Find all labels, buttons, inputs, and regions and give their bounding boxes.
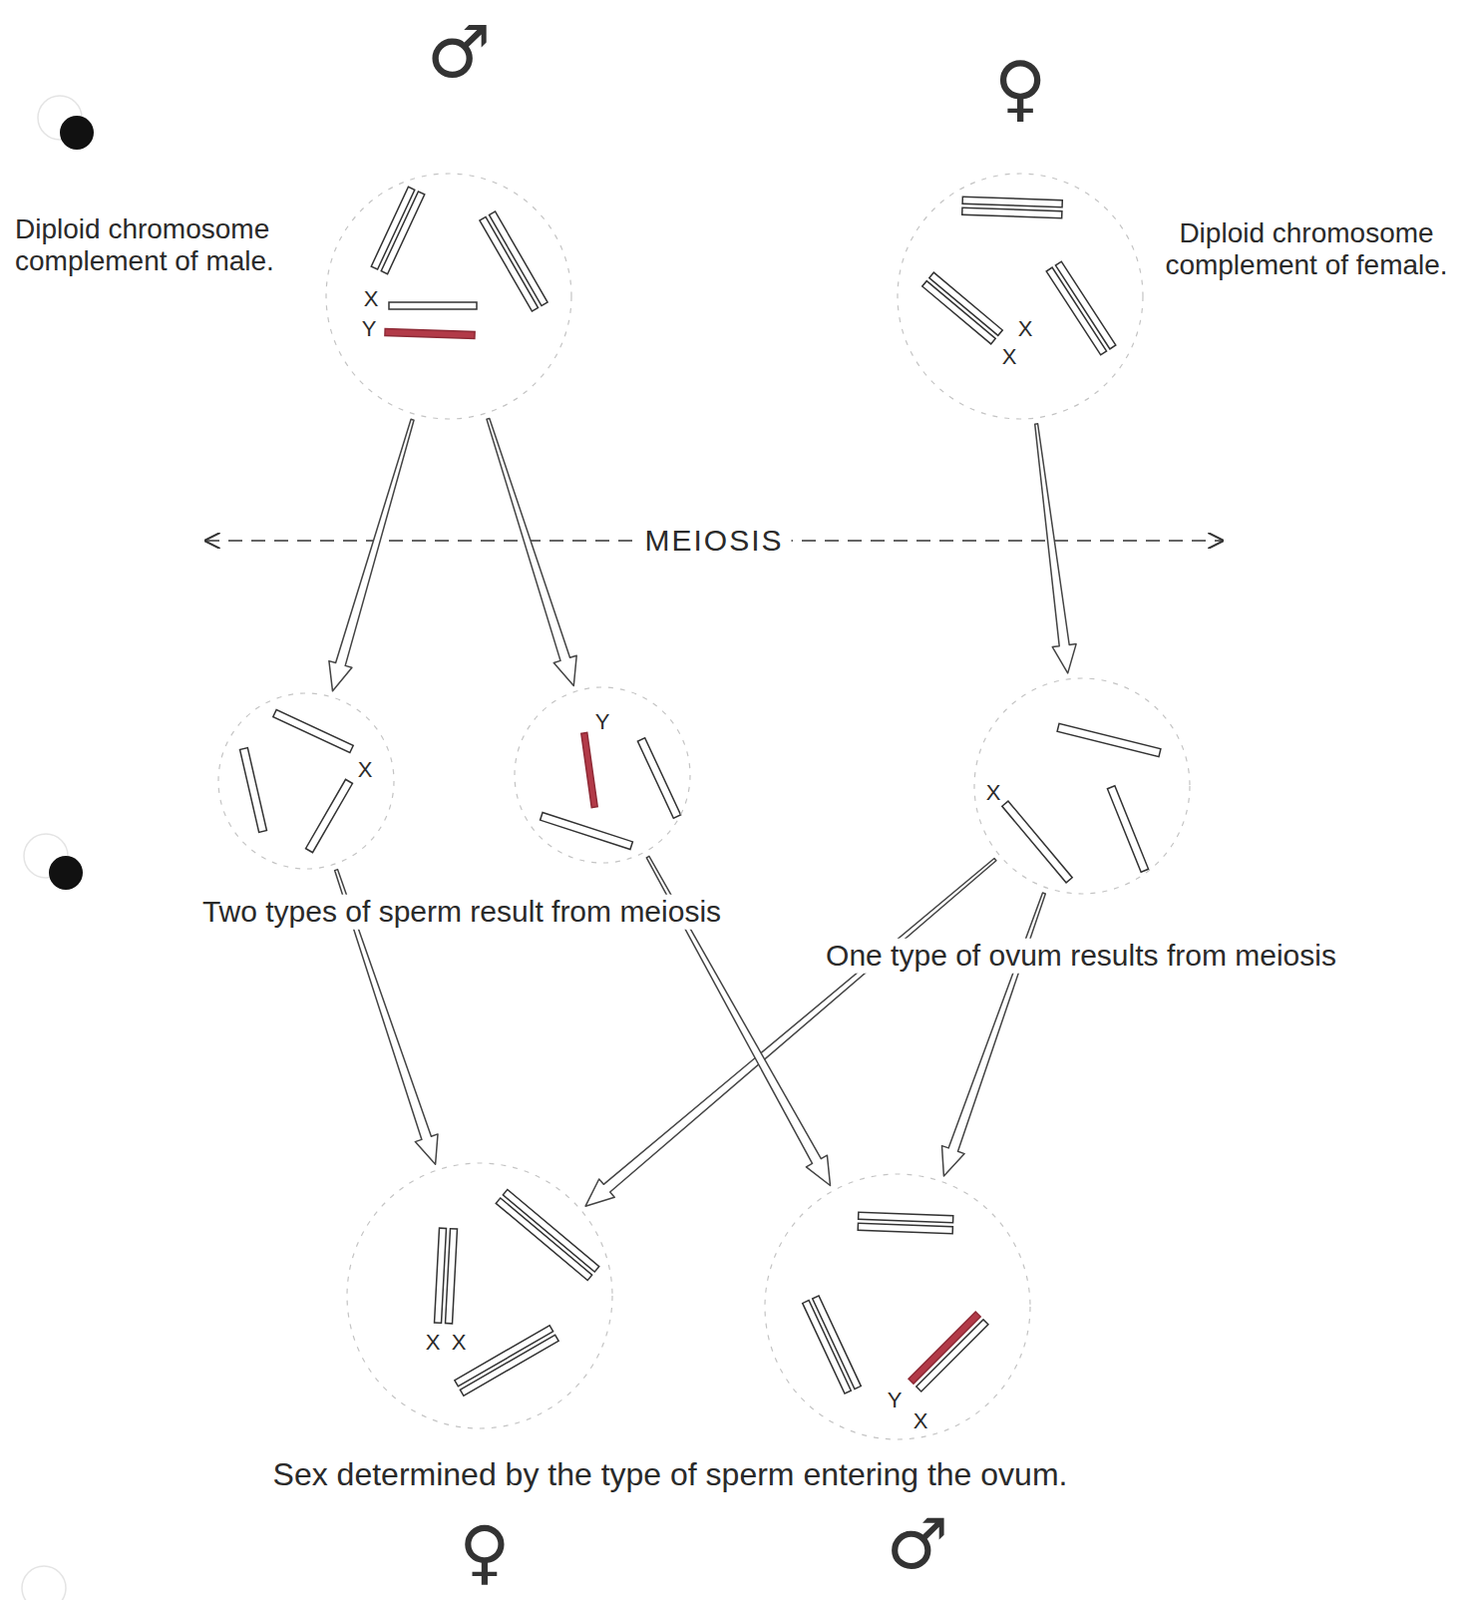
chromosome-letter: X	[358, 756, 373, 782]
cell-outline-circle	[218, 693, 394, 869]
cell-circle: X	[972, 676, 1192, 896]
chromosome-letter: X	[425, 1329, 441, 1355]
cell-caption: Diploid chromosome complement of female.	[1164, 217, 1450, 282]
chromosomes	[240, 186, 1161, 1396]
chromosome-letter: Y	[362, 316, 377, 342]
sex-symbol: ♂	[886, 1508, 950, 1579]
chromosome-letter: Y	[887, 1387, 903, 1413]
cell-outline-circle	[326, 173, 572, 419]
punch-hole	[21, 1565, 66, 1600]
cell-outline	[972, 676, 1192, 896]
chromosome-letter: X	[1018, 316, 1034, 342]
chromosome-letter: X	[986, 779, 1002, 805]
sex-symbol: ♀	[458, 1516, 510, 1587]
cell-outline	[895, 171, 1145, 421]
sex-symbol: ♂	[426, 15, 492, 88]
cell-outline	[324, 171, 574, 421]
process-label: MEIOSIS	[636, 523, 791, 559]
tapered-arrow	[486, 417, 577, 686]
sex-symbol: ♀	[994, 51, 1048, 124]
cell-outline-circle	[764, 1173, 1031, 1440]
note-text: One type of ovum results from meiosis	[817, 938, 1345, 974]
cell-outline-circle	[897, 173, 1143, 419]
cell-circle: YX	[762, 1171, 1033, 1442]
note-text: Two types of sperm result from meiosis	[194, 894, 730, 930]
chromosome-letter: X	[364, 286, 379, 312]
cell-outline-circle	[974, 678, 1190, 894]
chromosome-letter: X	[1002, 344, 1018, 369]
tapered-arrow	[1035, 423, 1077, 674]
cell-circle: Y	[512, 685, 693, 865]
caption-text: Sex determined by the type of sperm ente…	[265, 1456, 1077, 1493]
tapered-arrow	[329, 418, 414, 692]
chromosome-letter: Y	[595, 709, 611, 734]
cell-circle: XX	[345, 1160, 615, 1431]
cell-caption: Diploid chromosome complement of male.	[14, 213, 305, 278]
cell-outline-circle	[347, 1162, 613, 1429]
punch-hole	[48, 855, 83, 890]
cell-circle: X	[216, 691, 396, 871]
chromosome-letter: X	[913, 1408, 929, 1434]
chromosome-letter: X	[451, 1329, 467, 1355]
cell-circle: Diploid chromosome complement of female.…	[895, 171, 1145, 421]
punch-hole	[59, 115, 94, 150]
cell-circle: Diploid chromosome complement of male.XY	[324, 171, 574, 421]
cell-outline-circle	[514, 687, 691, 863]
tapered-arrow	[942, 892, 1047, 1176]
cell-outline	[345, 1160, 615, 1431]
